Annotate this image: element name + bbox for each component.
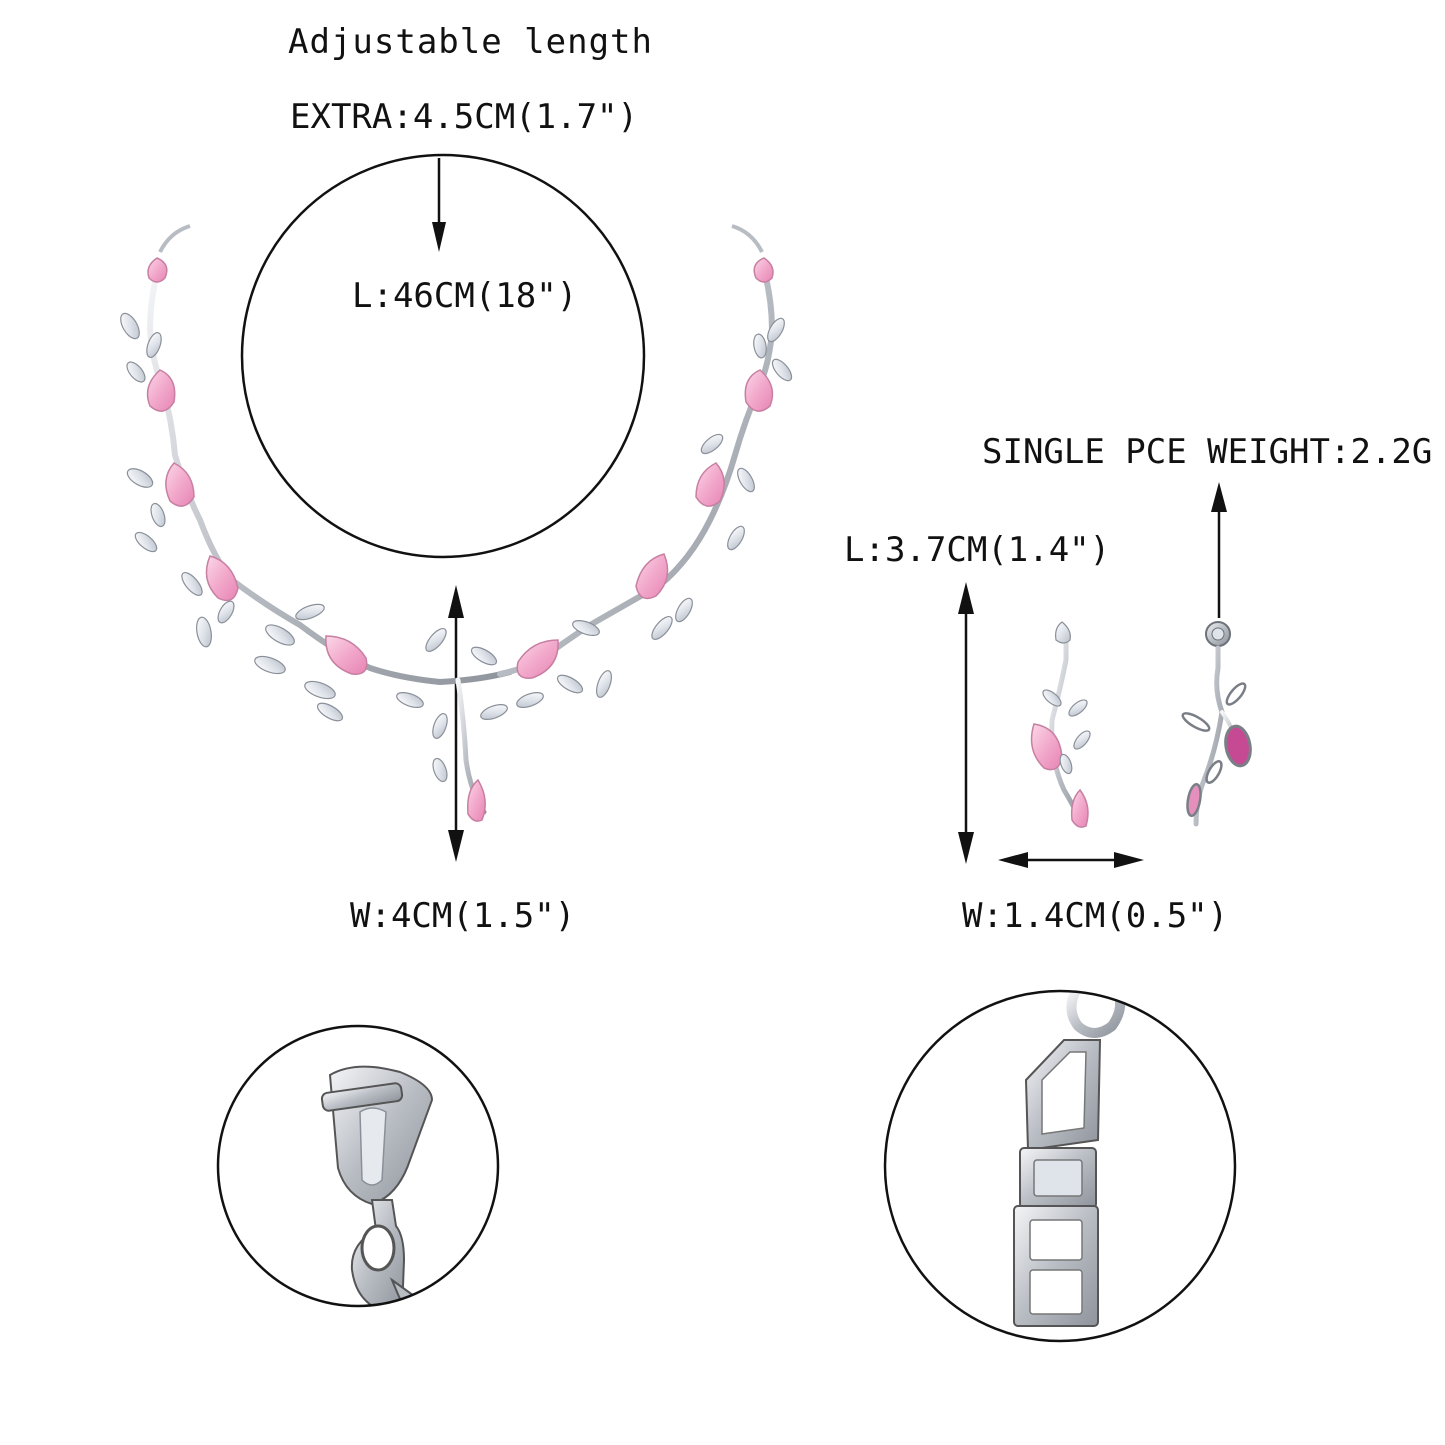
necklace-length-label: L:46CM(18") — [352, 276, 578, 316]
earring-front-illustration — [1030, 621, 1091, 828]
extra-length-label: EXTRA:4.5CM(1.7") — [290, 97, 638, 137]
double-arrow-vertical-icon — [448, 585, 464, 862]
earring-weight-label: SINGLE PCE WEIGHT:2.2G — [982, 432, 1433, 472]
necklace-length-circle — [240, 153, 646, 559]
necklace-illustration — [120, 224, 793, 822]
double-arrow-vertical-icon — [958, 582, 974, 864]
earring-back-illustration — [1181, 621, 1252, 827]
double-arrow-horizontal-icon — [998, 852, 1144, 868]
earring-length-label: L:3.7CM(1.4") — [844, 530, 1111, 570]
necklace-width-label: W:4CM(1.5") — [350, 896, 576, 936]
earring-post-detail — [216, 1024, 500, 1308]
clasp-detail — [883, 989, 1237, 1343]
earring-width-label: W:1.4CM(0.5") — [962, 896, 1229, 936]
arrow-down-icon — [432, 158, 446, 252]
arrow-up-icon — [1211, 482, 1227, 618]
adjustable-length-label: Adjustable length — [288, 22, 653, 62]
